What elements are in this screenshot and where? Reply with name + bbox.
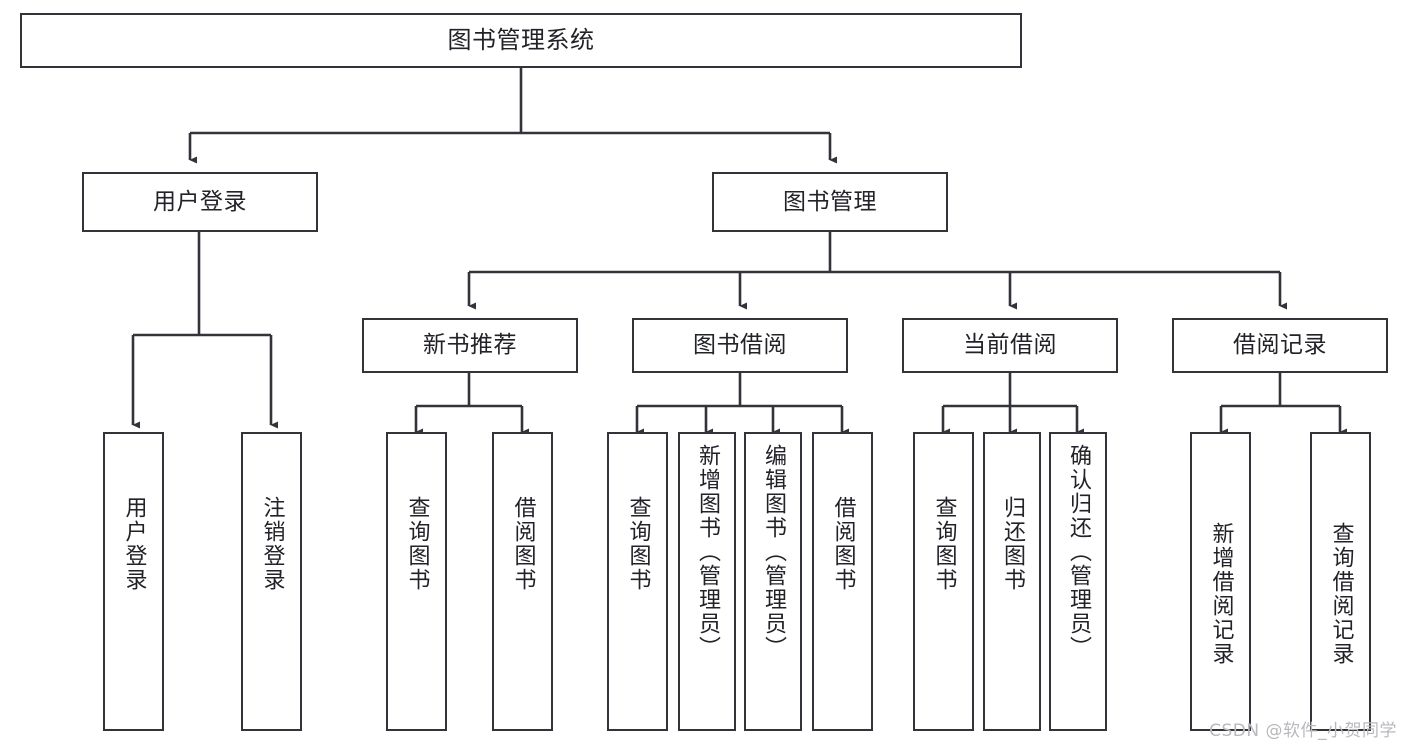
node-book-borrow-label: 图书借阅 (693, 332, 787, 359)
leaf-current-borrow-query[interactable]: 查询图书 (913, 432, 974, 731)
node-book-borrow[interactable]: 图书借阅 (632, 318, 848, 373)
leaf-current-borrow-return-label: 归还图书 (1000, 496, 1025, 592)
node-borrow-record-label: 借阅记录 (1233, 332, 1327, 359)
node-new-book-recommend[interactable]: 新书推荐 (362, 318, 578, 373)
leaf-book-borrow-edit-label: 编辑图书（管理员） (761, 444, 786, 660)
node-book-management-label: 图书管理 (783, 188, 877, 215)
leaf-new-book-query[interactable]: 查询图书 (386, 432, 447, 731)
node-current-borrow[interactable]: 当前借阅 (902, 318, 1118, 373)
node-current-borrow-label: 当前借阅 (963, 332, 1057, 359)
leaf-current-borrow-return[interactable]: 归还图书 (983, 432, 1041, 731)
leaf-book-borrow-lend-label: 借阅图书 (830, 496, 856, 592)
leaf-book-borrow-edit[interactable]: 编辑图书（管理员） (744, 432, 802, 731)
leaf-current-borrow-confirm-label: 确认归还（管理员） (1066, 444, 1091, 660)
leaf-current-borrow-query-label: 查询图书 (931, 496, 957, 592)
leaf-book-borrow-add-label: 新增图书（管理员） (695, 444, 720, 660)
leaf-borrow-record-query[interactable]: 查询借阅记录 (1310, 432, 1371, 731)
leaf-user-login-signin-label: 用户登录 (121, 496, 147, 592)
leaf-book-borrow-lend[interactable]: 借阅图书 (812, 432, 873, 731)
leaf-book-borrow-query[interactable]: 查询图书 (607, 432, 668, 731)
leaf-borrow-record-query-label: 查询借阅记录 (1328, 522, 1354, 666)
leaf-book-borrow-query-label: 查询图书 (625, 496, 651, 592)
node-user-login[interactable]: 用户登录 (82, 172, 318, 232)
leaf-new-book-borrow[interactable]: 借阅图书 (492, 432, 553, 731)
leaf-new-book-borrow-label: 借阅图书 (510, 496, 536, 592)
node-user-login-label: 用户登录 (153, 188, 247, 215)
leaf-new-book-query-label: 查询图书 (404, 496, 430, 592)
node-root-label: 图书管理系统 (447, 25, 595, 54)
node-root[interactable]: 图书管理系统 (20, 13, 1022, 68)
leaf-book-borrow-add[interactable]: 新增图书（管理员） (678, 432, 736, 731)
leaf-borrow-record-add[interactable]: 新增借阅记录 (1190, 432, 1251, 731)
node-book-management[interactable]: 图书管理 (712, 172, 948, 232)
leaf-user-login-signin[interactable]: 用户登录 (103, 432, 164, 731)
leaf-user-login-signout-label: 注销登录 (259, 496, 285, 592)
node-new-book-recommend-label: 新书推荐 (423, 332, 517, 359)
node-borrow-record[interactable]: 借阅记录 (1172, 318, 1388, 373)
leaf-user-login-signout[interactable]: 注销登录 (241, 432, 302, 731)
leaf-borrow-record-add-label: 新增借阅记录 (1208, 522, 1234, 666)
leaf-current-borrow-confirm[interactable]: 确认归还（管理员） (1049, 432, 1107, 731)
